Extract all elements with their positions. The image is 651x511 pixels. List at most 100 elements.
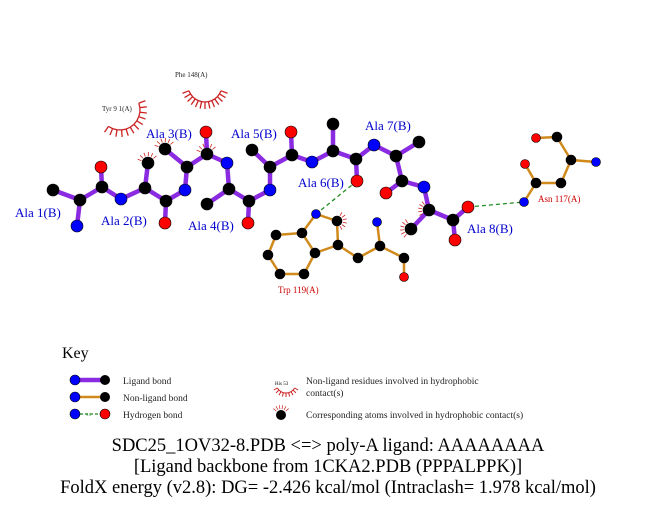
hydrophobic-spoke [109, 128, 114, 136]
carbon-atom [270, 229, 282, 241]
carbon-atom [326, 144, 340, 158]
hbond-ala6-trp119 [315, 180, 358, 215]
contact-mark [154, 144, 159, 147]
contact-mark [209, 143, 213, 148]
carbon-atom [374, 240, 386, 252]
key-hydrophobic-line1: Non-ligand residues involved in hydropho… [306, 377, 479, 387]
contact-mark [342, 221, 347, 224]
contact-mark [278, 405, 281, 410]
nitrogen-atom [305, 155, 319, 169]
contact-mark [139, 155, 144, 159]
carbon-atom [245, 143, 259, 157]
carbon-atom [242, 194, 256, 208]
nitrogen-atom [417, 180, 431, 194]
hydrophobic-spoke [138, 116, 146, 120]
nitrogen-atom [367, 138, 381, 152]
contact-mark [167, 138, 171, 143]
carbon-atom [446, 213, 460, 227]
carbon-atom [180, 160, 194, 174]
carbon-atom [158, 142, 172, 156]
contact-mark [273, 408, 277, 412]
carbon-atom [389, 149, 403, 163]
contact-mark [137, 158, 142, 161]
label-trp119: Trp 119(A) [278, 285, 319, 295]
key-nonligand-bond-label: Non-ligand bond [123, 394, 188, 404]
hydrophobic-spoke [220, 90, 228, 94]
carbon-atom [222, 182, 236, 196]
carbon-atom [200, 197, 214, 211]
hydrophobic-spoke [216, 96, 223, 102]
contact-mark [342, 218, 347, 221]
hydrophobic-spoke [129, 126, 135, 134]
contact-mark [156, 141, 161, 145]
carbon-atom [395, 174, 409, 188]
carbon-atom [200, 147, 214, 161]
contact-mark [198, 146, 203, 150]
carbon-atom [274, 268, 286, 280]
carbon-atom [555, 177, 567, 189]
contact-mark [275, 406, 279, 410]
carbon-atom [349, 152, 363, 166]
contact-mark [283, 406, 287, 410]
carbon-atom [404, 222, 418, 236]
carbon-atom [95, 180, 109, 194]
hydrophobic-spoke [103, 126, 110, 133]
key-his53-label: His 53 [275, 382, 289, 387]
oxygen-atom [94, 160, 108, 174]
nitrogen-atom [372, 217, 382, 227]
caption-line3: FoldX energy (v2.8): DG= -2.426 kcal/mol… [60, 478, 596, 498]
hydrophobic-spoke [275, 389, 280, 394]
hydrophobic-spoke [115, 129, 118, 137]
carbon-atom [530, 177, 542, 189]
contact-mark [212, 146, 216, 150]
key-hydrophobic-atoms-label: Corresponding atoms involved in hydropho… [306, 410, 523, 421]
hydrophobic-spoke [288, 392, 291, 397]
oxygen-atom [350, 174, 364, 188]
contact-mark [418, 210, 423, 213]
carbon-atom [326, 117, 340, 131]
nitrogen-atom [591, 157, 601, 167]
oxygen-atom [241, 216, 255, 230]
contact-mark [150, 152, 154, 157]
contact-mark [339, 225, 343, 230]
key-hydrogen-bond-label: Hydrogen bond [123, 411, 183, 421]
hydrophobic-spoke [182, 90, 190, 94]
contact-mark [202, 143, 205, 148]
key-nonligand-bond: Non-ligand bond [69, 391, 188, 404]
contact-mark [170, 141, 174, 145]
caption-line2: [Ligand backbone from 1CKA2.PDB (PPPALPP… [134, 457, 522, 477]
carbon-atom [298, 268, 310, 280]
hydrophobic-spoke [138, 100, 146, 104]
key-title: Key [62, 345, 89, 362]
oxygen-atom [531, 133, 541, 143]
hydrophobic-spoke [184, 93, 191, 99]
hydrophobic-spoke [194, 100, 199, 108]
label-asn117: Asn 117(A) [538, 194, 580, 204]
caption-line1: SDC25_1OV32-8.PDB <=> poly-A ligand: AAA… [112, 436, 545, 456]
carbon-atom [141, 156, 155, 170]
atoms [46, 117, 601, 282]
hydrophobic-spoke [139, 106, 147, 109]
label-ala4: Ala 4(B) [188, 218, 234, 233]
label-phe148: Phe 148(A) [175, 71, 208, 79]
contact-mark [421, 201, 425, 205]
hydrogen-bonds [315, 180, 525, 215]
hydrophobic-spoke [290, 391, 294, 396]
hydrophobic-spoke [278, 391, 282, 396]
contact-mark [196, 149, 201, 152]
label-tyr91: Tyr 9 1(A) [102, 105, 133, 113]
hydrophobic-spoke [214, 98, 220, 106]
key-ligand-bond: Ligand bond [69, 374, 172, 387]
label-ala8: Ala 8(B) [467, 221, 513, 236]
nitrogen-atom [519, 197, 529, 207]
contact-mark [153, 155, 157, 159]
contact-mark [402, 221, 406, 226]
contact-mark [401, 231, 406, 235]
carbon-atom [352, 252, 364, 264]
label-ala7: Ala 7(B) [365, 118, 411, 133]
carbon-atom [331, 215, 343, 227]
contact-mark [419, 204, 424, 207]
label-ala2: Ala 2(B) [101, 213, 147, 228]
contact-mark [405, 219, 408, 224]
